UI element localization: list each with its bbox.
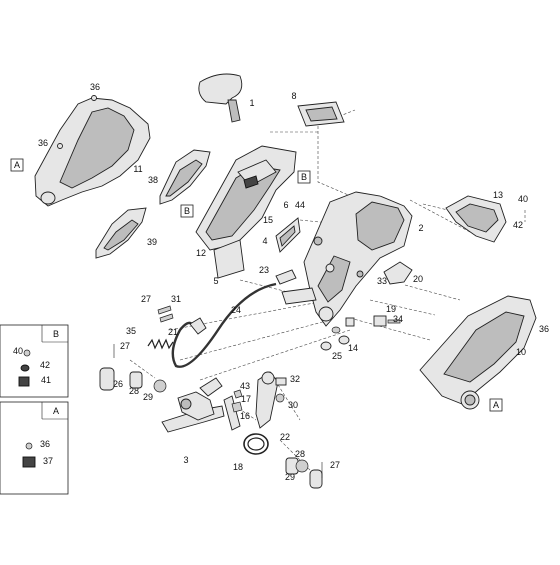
callout-23: 23	[259, 265, 269, 275]
callout-14: 14	[348, 343, 358, 353]
detail-box-a: A 36 37	[0, 401, 69, 495]
callout-3: 3	[183, 455, 188, 465]
clip-21	[189, 317, 207, 335]
callout-42: 42	[513, 220, 523, 230]
callout-15: 15	[263, 215, 273, 225]
callout-35: 35	[126, 326, 136, 336]
callout-30: 30	[288, 400, 298, 410]
callout-29: 29	[143, 392, 153, 402]
callout-22: 22	[280, 432, 290, 442]
ref-b-right-label: B	[301, 172, 307, 182]
pedal-22	[255, 371, 279, 429]
cable-24	[171, 282, 277, 368]
frame-8	[297, 101, 345, 127]
screw-36-mid	[57, 143, 63, 149]
callout-numbers: 1234568101112131415161718192021222324252…	[38, 82, 549, 482]
callout-26: 26	[113, 379, 123, 389]
spring-35	[147, 338, 174, 350]
ref-a-right: A	[489, 398, 503, 412]
callout-19: 19	[386, 304, 396, 314]
detail_a-label-36: 36	[40, 439, 50, 449]
console-housing	[195, 145, 297, 251]
detail_b-label-41: 41	[41, 375, 51, 385]
callout-31: 31	[171, 294, 181, 304]
callout-6: 6	[283, 200, 288, 210]
handle-1	[198, 73, 243, 123]
clip-20	[383, 261, 413, 285]
callout-13: 13	[493, 190, 503, 200]
section-refs: A B B A	[10, 158, 503, 412]
spring-18	[243, 433, 269, 455]
knob-9	[313, 236, 323, 246]
callout-27: 27	[330, 460, 340, 470]
callout-36: 36	[38, 138, 48, 148]
detail-box-b: B 40 42 41	[0, 324, 69, 398]
detail-b-title: B	[53, 329, 59, 339]
callout-44: 44	[295, 200, 305, 210]
ref-b-right: B	[297, 170, 311, 184]
lever-17	[223, 389, 243, 431]
detail_b-label-42: 42	[40, 360, 50, 370]
callout-5: 5	[213, 276, 218, 286]
pad-39	[95, 207, 147, 259]
callout-20: 20	[413, 274, 423, 284]
callout-4: 4	[262, 236, 267, 246]
callout-36: 36	[539, 324, 549, 334]
callout-17: 17	[241, 394, 251, 404]
callout-10: 10	[516, 347, 526, 357]
pad-38	[159, 149, 211, 205]
side-cover-10	[419, 295, 537, 410]
block-19	[373, 315, 401, 327]
stack-28-29-right	[285, 457, 323, 489]
stack-26-28-29-left	[99, 367, 167, 393]
callout-29: 29	[285, 472, 295, 482]
callout-33: 33	[377, 276, 387, 286]
callout-36: 36	[90, 82, 100, 92]
pins-27	[113, 305, 323, 478]
callout-38: 38	[148, 175, 158, 185]
callout-16: 16	[240, 411, 250, 421]
callout-39: 39	[147, 237, 157, 247]
ref-a-right-label: A	[493, 400, 499, 410]
ref-a-left-label: A	[14, 160, 20, 170]
callout-24: 24	[231, 305, 241, 315]
callout-34: 34	[393, 314, 403, 324]
callout-2: 2	[418, 223, 423, 233]
bushings-25-14	[320, 317, 355, 351]
callout-8: 8	[291, 91, 296, 101]
bracket-13	[445, 195, 507, 243]
assembly-lines	[129, 109, 526, 471]
callout-11: 11	[133, 164, 142, 174]
callout-18: 18	[233, 462, 243, 472]
callout-12: 12	[196, 248, 206, 258]
ref-b-left: B	[180, 204, 194, 218]
pin-23	[275, 269, 317, 305]
detail-a-title: A	[53, 406, 59, 416]
screw-36-top	[91, 95, 97, 101]
callout-40: 40	[518, 194, 528, 204]
bracket-15	[275, 217, 301, 253]
callout-25: 25	[332, 351, 342, 361]
side-cover-11	[34, 95, 151, 207]
bracket-3	[161, 377, 225, 433]
ref-a-left: A	[10, 158, 24, 172]
chassis-2	[303, 191, 413, 327]
rollers-30-32	[275, 377, 287, 403]
callout-27: 27	[120, 341, 130, 351]
callout-32: 32	[290, 374, 300, 384]
callout-28: 28	[129, 386, 139, 396]
ref-b-left-label: B	[184, 206, 190, 216]
callout-1: 1	[249, 98, 254, 108]
detail_a-label-37: 37	[43, 456, 53, 466]
detail_b-label-40: 40	[13, 346, 23, 356]
callout-28: 28	[295, 449, 305, 459]
plate-12	[213, 239, 245, 279]
callout-43: 43	[240, 381, 250, 391]
callout-27: 27	[141, 294, 151, 304]
callout-21: 21	[168, 327, 178, 337]
